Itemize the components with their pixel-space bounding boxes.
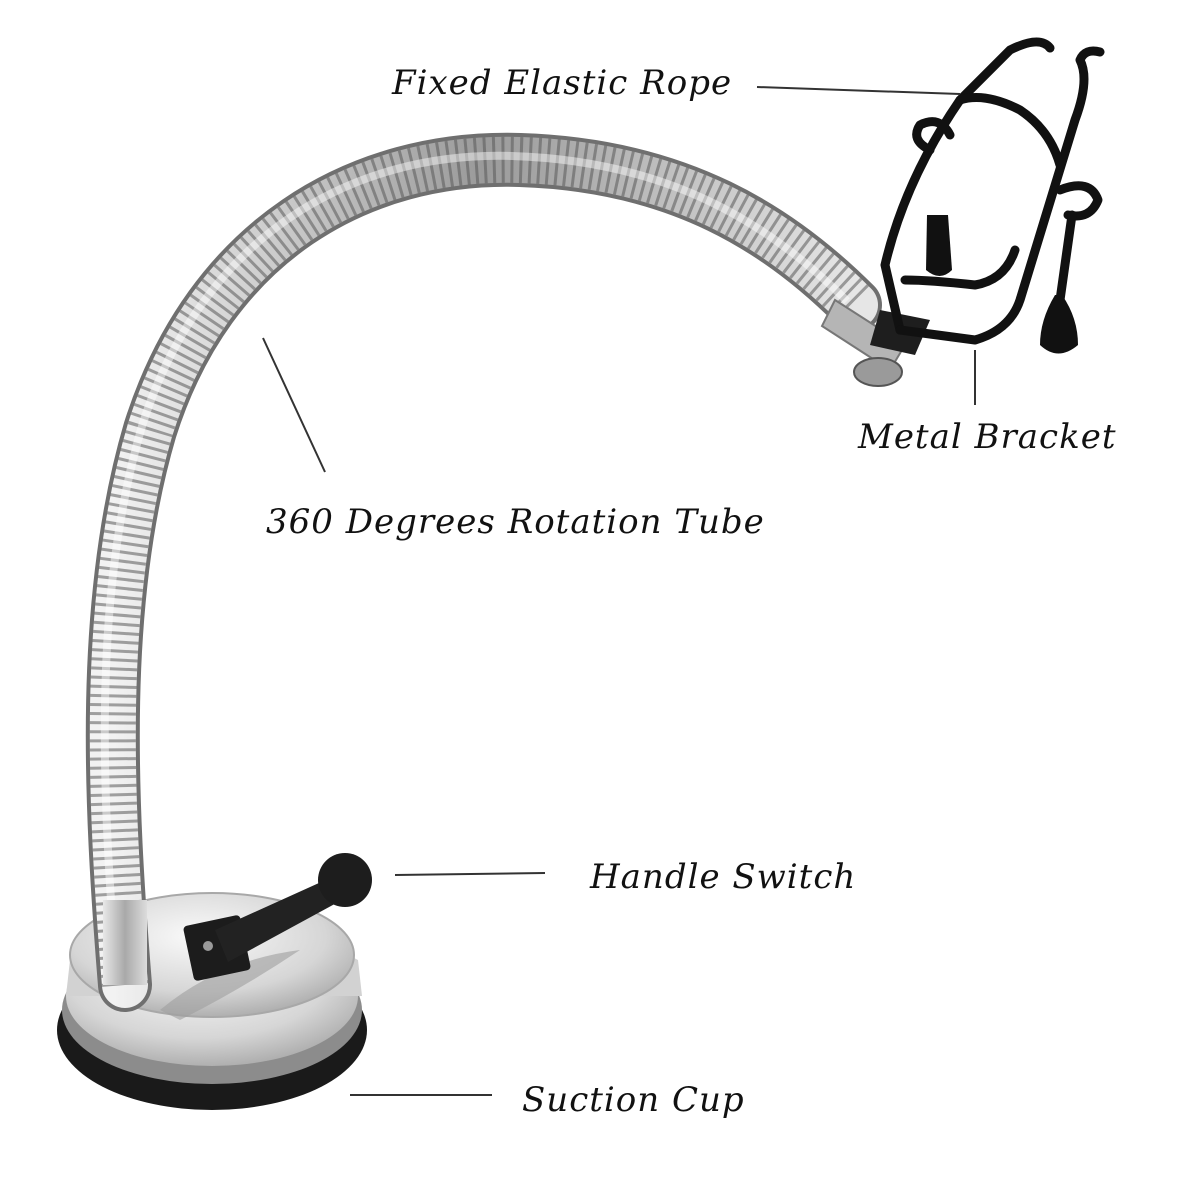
label-rotation-tube: 360 Degrees Rotation Tube — [266, 502, 765, 542]
metal-bracket — [880, 37, 1105, 345]
leader-lines — [262, 86, 976, 1096]
leader-line-tube — [262, 337, 326, 473]
label-suction-cup: Suction Cup — [522, 1080, 745, 1120]
bracket-connector — [820, 298, 930, 387]
rotation-tube — [85, 132, 882, 1012]
handle-switch — [183, 853, 372, 981]
label-handle-switch: Handle Switch — [590, 857, 857, 897]
elastic-rope-tips — [926, 215, 1078, 354]
leader-line-rope — [756, 86, 961, 95]
label-metal-bracket: Metal Bracket — [858, 417, 1117, 457]
label-fixed-elastic-rope: Fixed Elastic Rope — [392, 63, 733, 103]
leader-line-handle — [394, 872, 546, 876]
